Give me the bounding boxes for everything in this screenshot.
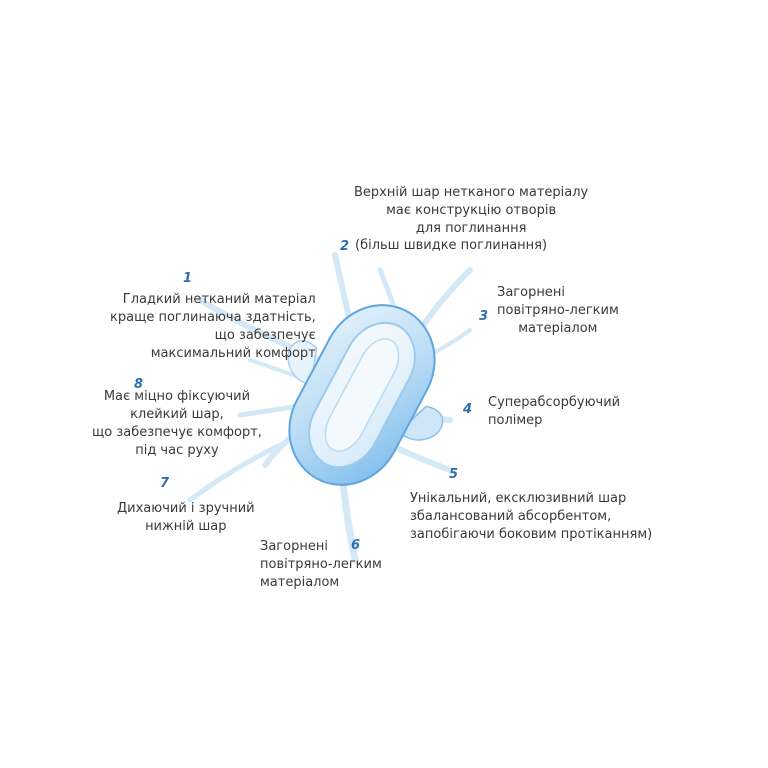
callout-text-1: Гладкий нетканий матеріал краще поглинаю… bbox=[110, 292, 316, 361]
callout-text-6: Загорнені повітряно-легким матеріалом bbox=[260, 539, 382, 590]
callout-number-7: 7 bbox=[160, 476, 170, 491]
callout-text-4: Суперабсорбуючий полімер bbox=[488, 395, 621, 428]
callout-number-6: 6 bbox=[351, 538, 361, 553]
callout-number-1: 1 bbox=[183, 271, 193, 286]
callout-text-2-line4: (більш швидке поглинання) bbox=[355, 238, 548, 253]
callout-text-3: Загорнені повітряно-легким матеріалом bbox=[497, 285, 619, 336]
pad-wing-right bbox=[398, 405, 444, 441]
pad-channel bbox=[324, 338, 400, 452]
callout-text-7: Дихаючий і зручний нижній шар bbox=[117, 501, 255, 534]
pad bbox=[287, 304, 444, 486]
callout-number-3: 3 bbox=[479, 309, 489, 324]
callout-text-5: Унікальний, ексклюзивний шар збалансован… bbox=[410, 491, 653, 542]
callout-number-5: 5 bbox=[449, 467, 459, 482]
callout-text-8: Має міцно фіксуючий клейкий шар, що забе… bbox=[92, 389, 262, 458]
callout-number-2: 2 bbox=[340, 239, 350, 254]
callout-number-8: 8 bbox=[134, 377, 144, 392]
pad-wing-left bbox=[287, 339, 318, 386]
streak-upper-right bbox=[417, 267, 473, 333]
callout-text-2: Верхній шар нетканого матеріалу має конс… bbox=[354, 185, 589, 236]
callout-number-4: 4 bbox=[463, 402, 473, 417]
streak-bottom-left bbox=[187, 442, 283, 503]
